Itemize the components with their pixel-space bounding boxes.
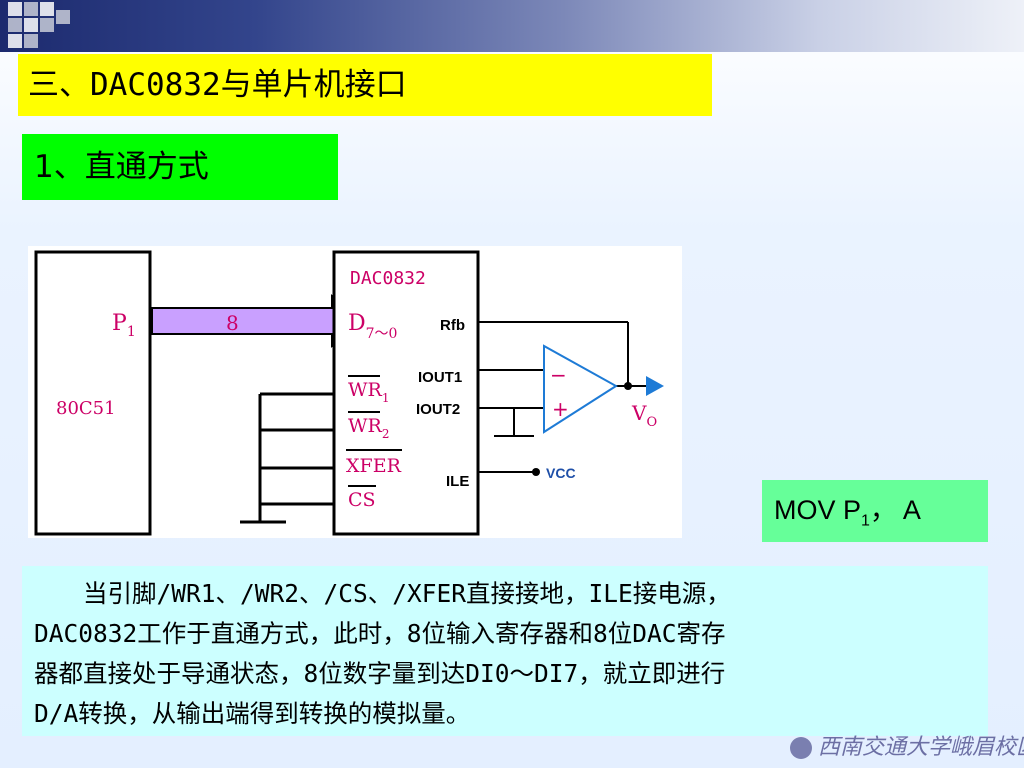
circuit-diagram: P1 80C51 8 DAC0832 D7～0 WR1 WR2 XFER CS …	[28, 246, 682, 538]
university-logo: 西南交通大学峨眉校区	[790, 732, 1024, 764]
vout-label: VO	[631, 401, 657, 430]
data-pin-label: D7～0	[348, 311, 397, 342]
iout1-pin-label: IOUT1	[418, 369, 462, 386]
cs-pin-label: CS	[348, 489, 376, 511]
xfer-pin-label: XFER	[346, 455, 402, 477]
opamp-minus-label: −	[550, 363, 567, 387]
op-amp	[543, 344, 618, 434]
bus-width-label: 8	[226, 311, 239, 335]
wr2-pin-label: WR2	[348, 415, 389, 441]
code-text-part2: ， A	[869, 495, 921, 525]
output-node	[624, 382, 632, 390]
ground-wires	[240, 392, 334, 524]
decorative-squares	[6, 0, 86, 52]
slide-heading: 三、DAC0832与单片机接口	[18, 54, 712, 116]
university-emblem-icon	[790, 737, 812, 759]
paragraph-line-2: DAC0832工作于直通方式，此时，8位输入寄存器和8位DAC寄存	[34, 619, 726, 648]
dac-label: DAC0832	[350, 268, 426, 289]
code-text-part1: MOV P	[774, 495, 862, 525]
circuit-svg: P1 80C51 8 DAC0832 D7～0 WR1 WR2 XFER CS …	[34, 250, 664, 536]
university-name: 西南交通大学峨眉校区	[818, 735, 1024, 760]
rfb-pin-label: Rfb	[440, 317, 465, 334]
iout2-pin-label: IOUT2	[416, 401, 460, 418]
section-subheading: 1、直通方式	[22, 134, 338, 200]
paragraph-line-4: D/A转换，从输出端得到转换的模拟量。	[34, 699, 471, 728]
output-wires	[478, 321, 646, 473]
opamp-plus-label: +	[552, 397, 569, 421]
vcc-label: VCC	[546, 465, 576, 481]
mcu-block	[34, 250, 152, 536]
paragraph-line-3: 器都直接处于导通状态，8位数字量到达DI0～DI7，就立即进行	[34, 659, 726, 688]
vcc-node	[532, 468, 540, 476]
title-bar-decoration	[0, 0, 1024, 52]
vout-arrowhead	[646, 376, 664, 396]
mcu-label: 80C51	[56, 398, 116, 419]
explanation-paragraph: 当引脚/WR1、/WR2、/CS、/XFER直接接地，ILE接电源， DAC08…	[22, 566, 988, 736]
port-label: P1	[112, 311, 136, 340]
assembly-code-box: MOV P1， A	[762, 480, 988, 542]
paragraph-line-1: 当引脚/WR1、/WR2、/CS、/XFER直接接地，ILE接电源，	[34, 579, 731, 608]
wr1-pin-label: WR1	[348, 379, 389, 405]
code-subscript: 1	[861, 512, 870, 530]
ile-pin-label: ILE	[446, 473, 469, 490]
